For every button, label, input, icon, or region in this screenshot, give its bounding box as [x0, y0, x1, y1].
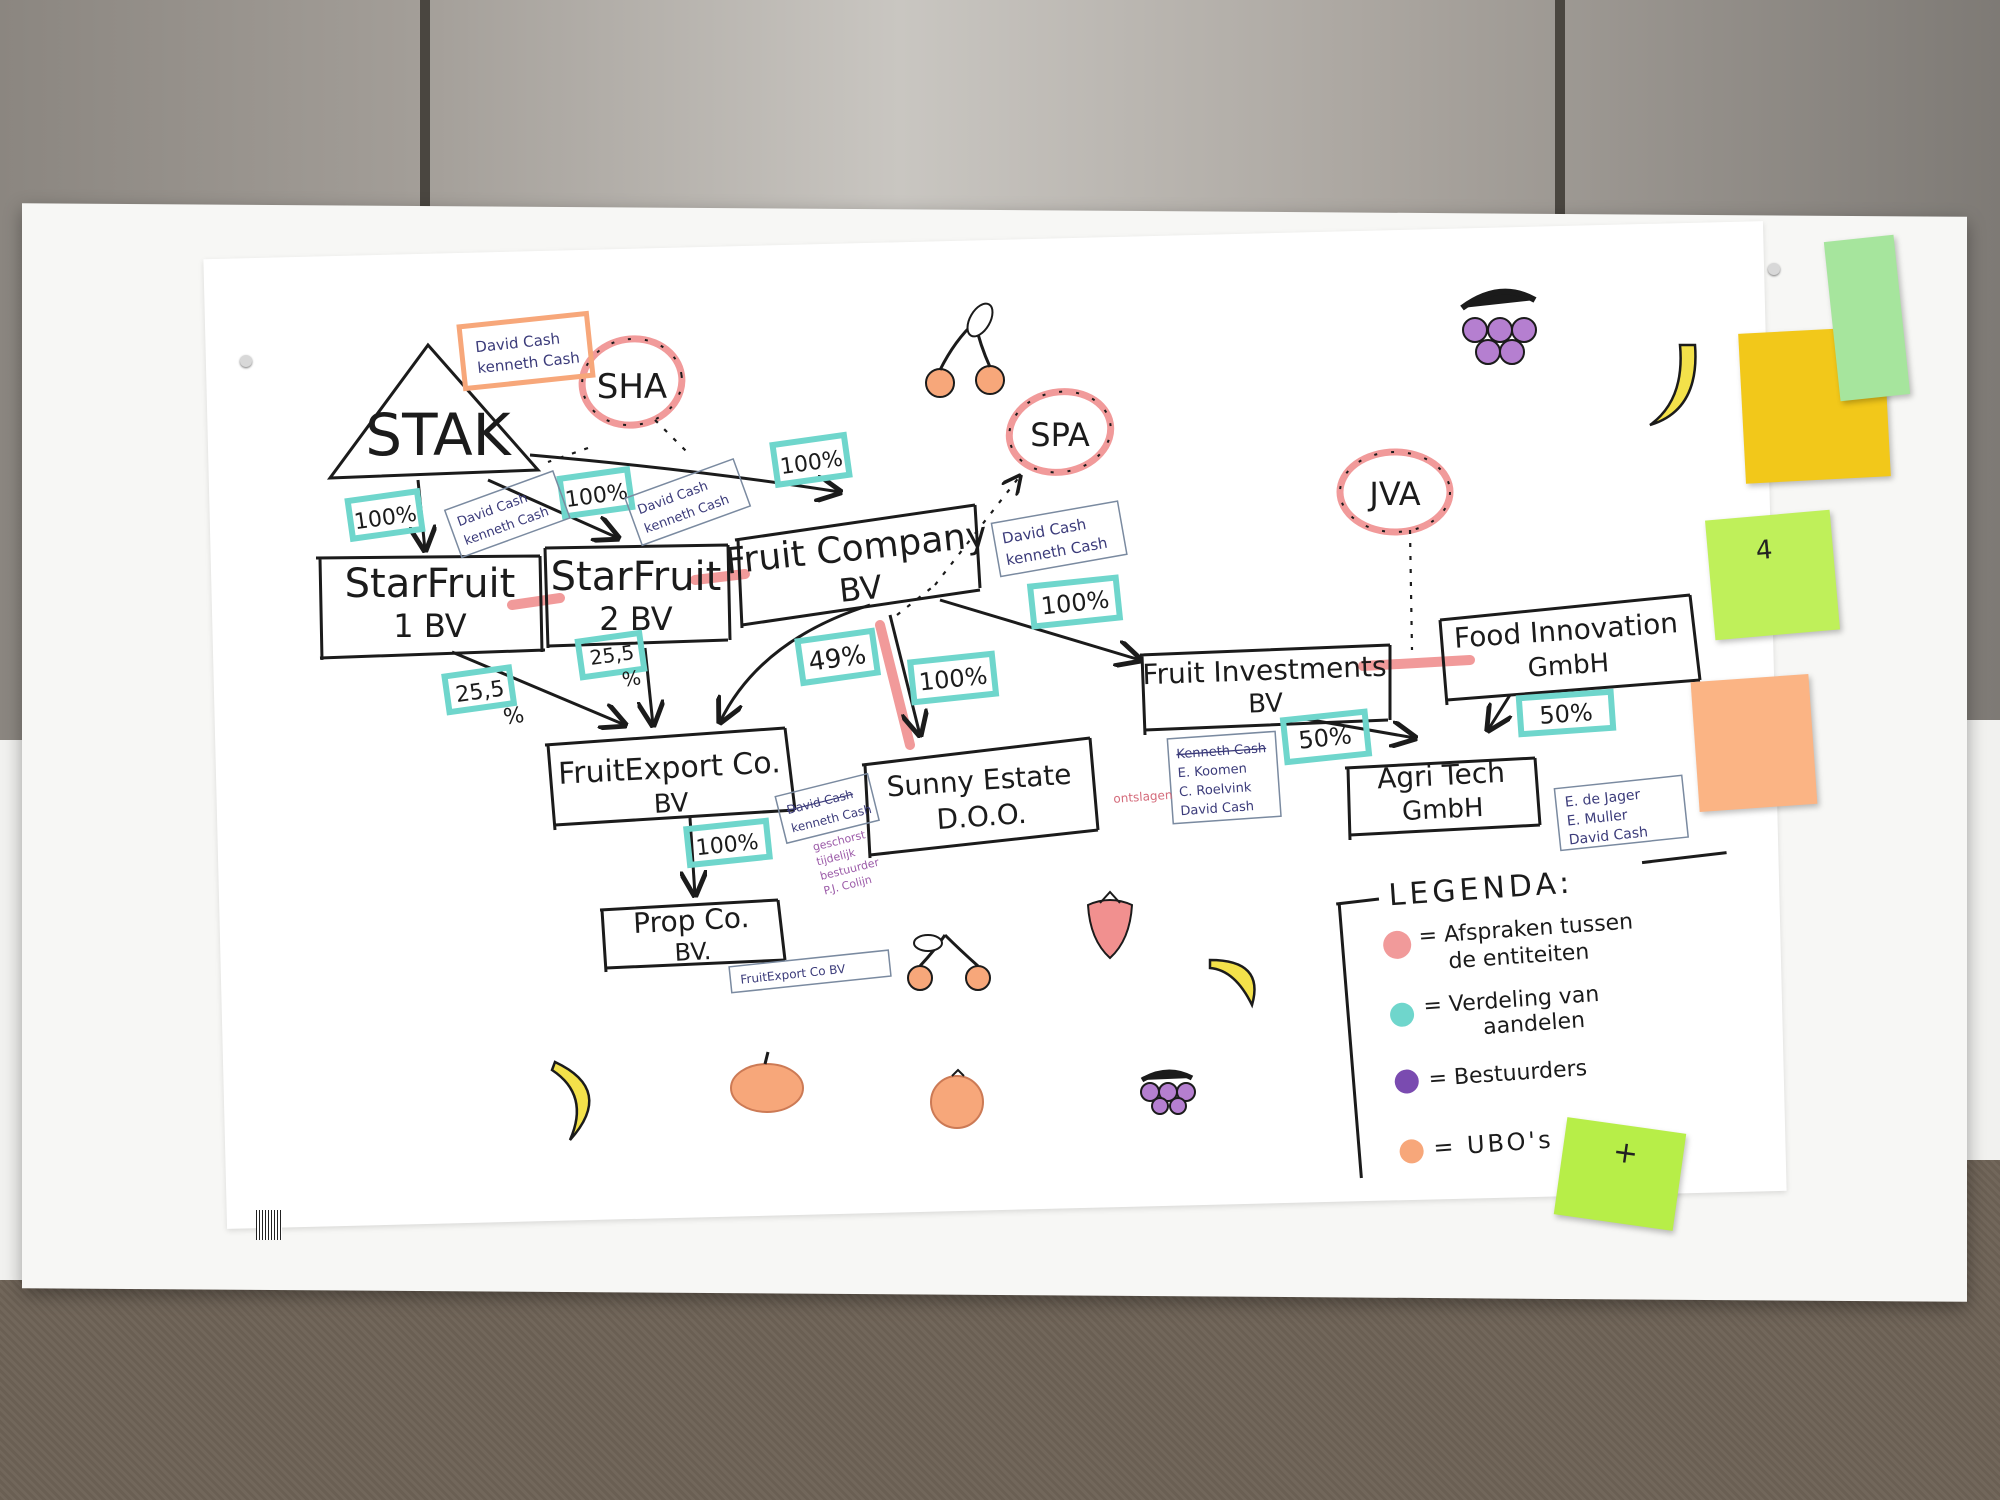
directors-agritech: E. de Jager E. Muller David Cash: [1553, 774, 1690, 852]
directors-starfruit-1: David Cash kenneth Cash: [443, 470, 571, 559]
svg-text:Sunny Estate: Sunny Estate: [886, 758, 1073, 804]
share-food-agri: 50%: [1515, 688, 1617, 738]
sha-label: SHA: [597, 367, 667, 407]
jva-label: JVA: [1367, 475, 1420, 513]
svg-text:StarFruit: StarFruit: [551, 554, 722, 600]
orange-icon: [930, 1068, 984, 1129]
spa-label: SPA: [1030, 416, 1090, 454]
share-fc-sunny: 100%: [906, 650, 1000, 706]
legend-title: LEGENDA:: [1388, 865, 1575, 913]
legend: LEGENDA: = Afspraken tussen de entiteite…: [1336, 851, 1727, 1179]
grape-icon: [1140, 1069, 1196, 1115]
share-fi-agri: 50%: [1279, 708, 1373, 766]
jva-agreement: JVA: [1336, 448, 1454, 536]
svg-text:100%: 100%: [1040, 585, 1111, 620]
entity-boxes: [315, 503, 1702, 973]
directors-fruit-company: David Cash kenneth Cash: [990, 500, 1128, 578]
sticky-note-lime-top: 4: [1705, 509, 1840, 641]
director-notes: David Cash kenneth Cash David Cash kenne…: [443, 457, 1690, 994]
pushpin: [240, 355, 252, 367]
svg-text:BV: BV: [837, 568, 884, 610]
svg-text:%: %: [502, 703, 526, 731]
svg-text:E. Muller: E. Muller: [1566, 807, 1628, 829]
agritech-gmbh: Agri Tech GmbH: [1376, 756, 1505, 827]
legend-swatch-ubo: [1399, 1139, 1424, 1164]
svg-text:1 BV: 1 BV: [393, 607, 467, 645]
wall-rod-right: [1555, 0, 1565, 215]
cherry-icon: [907, 933, 991, 991]
fruit-company-bv: Fruit Company BV: [724, 514, 989, 610]
svg-text:BV: BV: [653, 788, 690, 820]
sunny-estate-doo: Sunny Estate D.O.O.: [886, 758, 1073, 836]
starfruit-1-bv: StarFruit 1 BV: [345, 561, 516, 645]
svg-text:C. Roelvink: C. Roelvink: [1179, 780, 1253, 800]
svg-text:Kenneth Cash: Kenneth Cash: [1176, 741, 1267, 762]
share-sf1-fe: 25,5 %: [441, 664, 526, 731]
legend-swatch-directors: [1394, 1069, 1419, 1094]
svg-text:E. de Jager: E. de Jager: [1564, 787, 1641, 811]
legend-swatch-agreements: [1383, 930, 1412, 959]
svg-text:Food Innovation: Food Innovation: [1453, 606, 1679, 655]
svg-text:BV.: BV.: [674, 937, 712, 967]
share-labels: 100% 100% 100% 25,5 % 25,5 % 49% 100%: [344, 431, 1617, 869]
directors-fruit-investments: Kenneth Cash E. Koomen C. Roelvink David…: [1113, 730, 1282, 825]
cherry-icon: [925, 302, 1005, 398]
svg-text:Fruit Investments: Fruit Investments: [1142, 650, 1387, 692]
agreement-links: [547, 419, 1414, 651]
stak-ubo-note: David Cash kenneth Cash: [456, 310, 596, 392]
banana-icon: [550, 1060, 591, 1141]
sha-agreement: SHA: [578, 335, 686, 429]
sticky-note-lime-bottom: +: [1553, 1117, 1687, 1231]
svg-text:FruitExport Co.: FruitExport Co.: [557, 745, 781, 792]
svg-text:50%: 50%: [1538, 698, 1593, 730]
sticky-lime-bottom-text: +: [1610, 1133, 1641, 1173]
spa-agreement: SPA: [1005, 388, 1115, 476]
svg-text:%: %: [620, 665, 642, 691]
grape-icon: [1460, 288, 1537, 365]
share-fc-fi: 100%: [1026, 574, 1124, 630]
svg-text:50%: 50%: [1297, 721, 1353, 754]
starfruit-2-bv: StarFruit 2 BV: [551, 554, 722, 638]
svg-text:100%: 100%: [918, 661, 989, 696]
stak-entity: STAK: [326, 342, 542, 480]
propco-bv: Prop Co. BV.: [632, 901, 750, 967]
svg-text:GmbH: GmbH: [1401, 793, 1484, 827]
dismissed-label: ontslagen: [1113, 788, 1173, 806]
banana-icon: [1649, 343, 1697, 427]
svg-text:BV: BV: [1248, 688, 1284, 719]
svg-text:D.O.O.: D.O.O.: [935, 797, 1027, 836]
svg-text:Agri Tech: Agri Tech: [1376, 756, 1505, 796]
share-fc-fe: 49%: [794, 627, 882, 687]
legend-swatch-shares: [1390, 1002, 1415, 1027]
share-stak-sf1: 100%: [344, 487, 426, 543]
svg-text:= UBO's: = UBO's: [1432, 1125, 1554, 1161]
sticky-lime-top-text: 4: [1754, 534, 1774, 567]
barcode-label: [256, 1210, 282, 1240]
svg-text:Prop Co.: Prop Co.: [632, 901, 750, 940]
svg-text:25,5: 25,5: [588, 640, 635, 670]
agreement-marks: [507, 569, 1475, 750]
svg-text:StarFruit: StarFruit: [345, 561, 516, 607]
svg-text:GmbH: GmbH: [1527, 648, 1610, 684]
svg-text:= Bestuurders: = Bestuurders: [1428, 1056, 1588, 1092]
svg-text:E. Koomen: E. Koomen: [1177, 761, 1247, 781]
pushpin: [1768, 263, 1780, 275]
banana-icon: [1208, 958, 1256, 1009]
share-fe-prop: 100%: [683, 817, 773, 869]
strawberry-icon: [1086, 890, 1134, 960]
directors-propco: FruitExport Co BV: [728, 949, 892, 994]
stak-label: STAK: [365, 401, 512, 469]
apple-icon: [730, 1051, 804, 1113]
svg-text:David Cash: David Cash: [1180, 799, 1255, 819]
wall-rod-left: [420, 0, 430, 215]
share-stak-fc: 100%: [769, 431, 853, 489]
interim-director-fruitexport: geschorst tijdelijk bestuurder P.J. Coli…: [811, 828, 880, 897]
food-innovation-gmbh: Food Innovation GmbH: [1453, 606, 1679, 684]
share-stak-sf2: 100%: [556, 465, 636, 520]
sticky-note-peach: [1690, 674, 1818, 812]
